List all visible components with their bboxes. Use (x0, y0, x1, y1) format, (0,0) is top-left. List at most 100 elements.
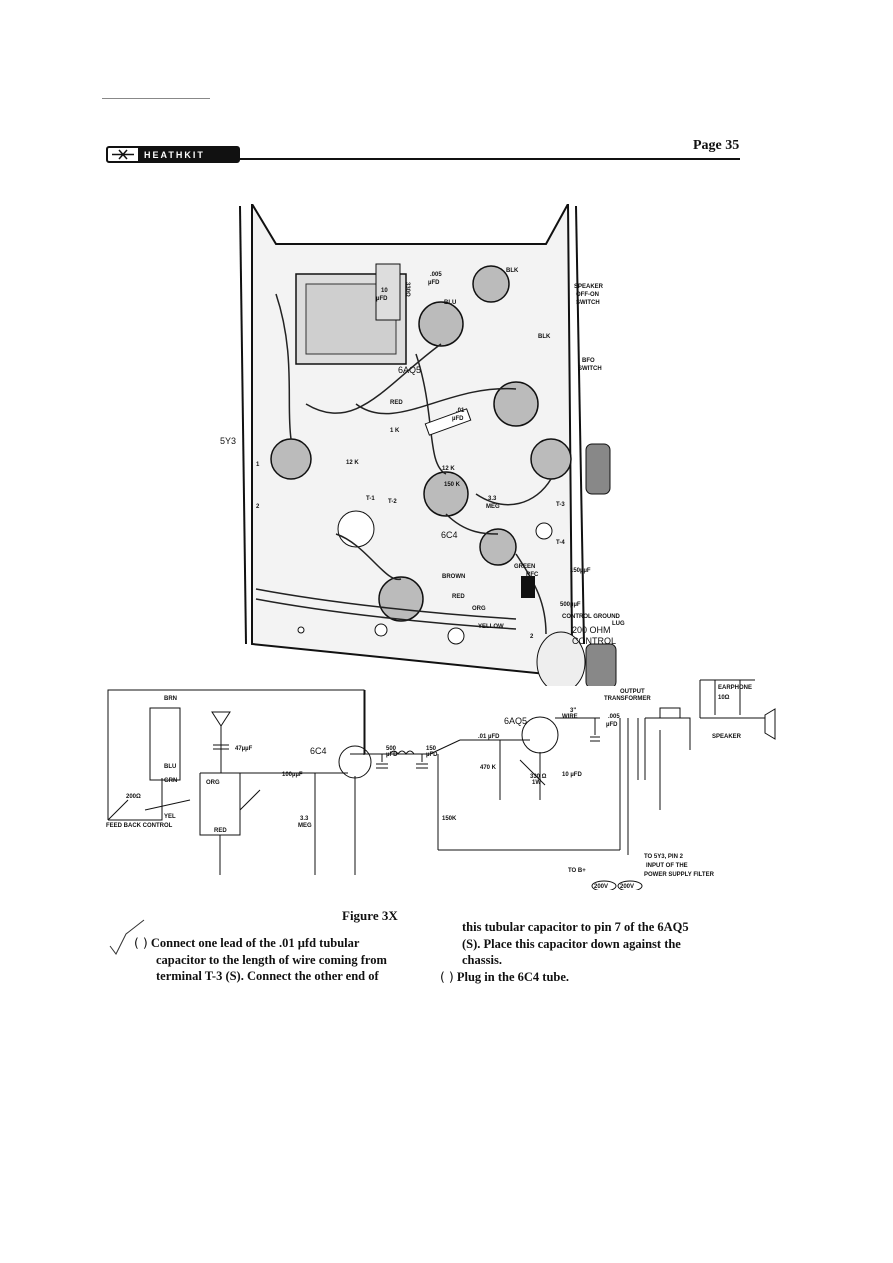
schem-out2: TRANSFORMER (604, 696, 651, 702)
schem-c150: 150 (426, 746, 437, 752)
schem-out1: OUTPUT (620, 689, 645, 695)
schem-speaker: SPEAKER (712, 734, 742, 740)
figure-caption: Figure 3X (342, 908, 398, 923)
label-org: ORG (472, 606, 486, 612)
schem-brn: BRN (164, 696, 177, 702)
schem-wire: 3" (570, 708, 576, 714)
label-c10u: µFD (376, 296, 388, 302)
label-red2: RED (452, 594, 465, 600)
schem-c005: .005 (608, 714, 620, 720)
label-c005u: µFD (428, 280, 440, 286)
schem-r33: 3.3 (300, 816, 309, 822)
label-t4: T-4 (556, 540, 565, 546)
schem-v200a: 200V (594, 884, 608, 890)
schem-r10: 10Ω (718, 695, 730, 701)
label-control: CONTROL (572, 636, 616, 646)
schem-r470k: 470 K (480, 765, 497, 771)
schem-org: ORG (206, 780, 220, 786)
schem-c005u: µFD (606, 722, 618, 728)
schem-blu: BLU (164, 764, 176, 770)
heathkit-logo: HEATHKIT (106, 146, 240, 163)
step-1-line-6: chassis. (462, 953, 502, 967)
schem-v200b: 200V (620, 884, 634, 890)
schem-wire2: WIRE (562, 714, 578, 720)
receiver-audio-schematic: BRN BLU GRN YEL 200Ω FEED BACK CONTROL 4… (106, 679, 776, 890)
label-r150k: 150 K (444, 482, 461, 488)
step-1-line-1: Connect one lead of the .01 µfd tubular (150, 936, 360, 950)
label-r33meg: 3.3 (488, 496, 497, 502)
schem-r150k: 150K (442, 816, 457, 822)
label-r1k: 1 K (390, 428, 400, 434)
label-cg1: CONTROL GROUND (562, 614, 621, 620)
label-t3: T-3 (556, 502, 565, 508)
schem-c100: 100µµF (282, 772, 303, 778)
label-6c4: 6C4 (441, 530, 458, 540)
label-blk1: BLK (506, 268, 519, 274)
step-1-checkbox[interactable]: ( ) (134, 935, 148, 950)
label-6aq5: 6AQ5 (398, 365, 421, 375)
label-c005: .005 (430, 272, 442, 278)
header-rule (240, 158, 740, 160)
label-c150: 150µµF (570, 568, 591, 574)
label-blu: BLU (444, 300, 456, 306)
schem-yel: YEL (164, 814, 176, 820)
schem-c500u: µFD (386, 752, 398, 758)
label-r12k-a: 12 K (346, 460, 359, 466)
label-pin1: 1 (256, 462, 260, 468)
schem-6c4: 6C4 (310, 746, 327, 756)
schem-r200: 200Ω (126, 794, 141, 800)
schem-c150u: µFD (426, 752, 438, 758)
label-t2: T-2 (388, 499, 397, 505)
label-spk-sw-3: SWITCH (576, 300, 600, 306)
instruction-step-1: ( ) Connect one lead of the .01 µfd tubu… (134, 935, 434, 985)
schem-to-5y3-1: TO 5Y3, PIN 2 (644, 854, 684, 860)
label-spk-sw-1: SPEAKER (574, 284, 604, 290)
handwritten-check-mark-icon (109, 919, 145, 955)
label-rfc: RFC (526, 572, 539, 578)
step-2-checkbox[interactable]: ( ) (440, 968, 454, 984)
label-t1: T-1 (366, 496, 375, 502)
label-5y3: 5Y3 (220, 436, 236, 446)
label-red: RED (390, 400, 403, 406)
label-r330: 330Ω (404, 282, 410, 297)
schem-r330w: 1W (532, 780, 541, 786)
label-pin2: 2 (256, 504, 260, 510)
label-c01: .01 (456, 408, 465, 414)
label-c01u: µFD (452, 416, 464, 422)
schem-to-b: TO B+ (568, 868, 586, 874)
schem-red: RED (214, 828, 227, 834)
instruction-column-right: this tubular capacitor to pin 7 of the 6… (440, 919, 752, 985)
label-c500: 500µµF (560, 602, 581, 608)
label-200ohm: 200 OHM (572, 625, 611, 635)
schem-feedback: FEED BACK CONTROL (106, 823, 173, 829)
logo-emblem-icon (108, 148, 140, 161)
label-pin2b: 2 (530, 634, 534, 640)
label-yellow: YELLOW (478, 624, 504, 630)
chassis-wiring-photo: .005 µFD 10 µFD 330Ω BLK BLK BLU SPEAKER… (220, 204, 625, 686)
schem-c01: .01 µFD (478, 734, 500, 740)
schem-r33u: MEG (298, 823, 312, 829)
page-number: Page 35 (693, 138, 740, 153)
instruction-step-2: ( ) Plug in the 6C4 tube. (440, 969, 752, 986)
step-1-line-3: terminal T-3 (S). Connect the other end … (156, 969, 379, 983)
brand-name: HEATHKIT (144, 149, 205, 160)
schem-c10: 10 µFD (562, 772, 582, 778)
label-brown: BROWN (442, 574, 465, 580)
schem-r330: 330 Ω (530, 774, 547, 780)
schem-to-5y3-2: INPUT OF THE (646, 863, 688, 869)
label-cg2: LUG (612, 621, 625, 627)
label-bfo-2: SWITCH (578, 366, 602, 372)
step-1-line-2: capacitor to the length of wire coming f… (156, 952, 387, 967)
step-2-text: Plug in the 6C4 tube. (456, 969, 570, 984)
schem-to-5y3-3: POWER SUPPLY FILTER (644, 872, 715, 878)
scan-mark-line (102, 98, 210, 99)
label-green: GREEN (514, 564, 535, 570)
schem-earphone: EARPHONE (718, 685, 752, 691)
schem-c500: 500 (386, 746, 397, 752)
label-c10: 10 (381, 288, 388, 294)
label-blk2: BLK (538, 334, 551, 340)
step-1-line-5: (S). Place this capacitor down against t… (462, 936, 681, 951)
label-r12k-b: 12 K (442, 466, 455, 472)
instruction-column-left: ( ) Connect one lead of the .01 µfd tubu… (134, 935, 434, 985)
step-1-line-4: this tubular capacitor to pin 7 of the 6… (462, 920, 689, 934)
